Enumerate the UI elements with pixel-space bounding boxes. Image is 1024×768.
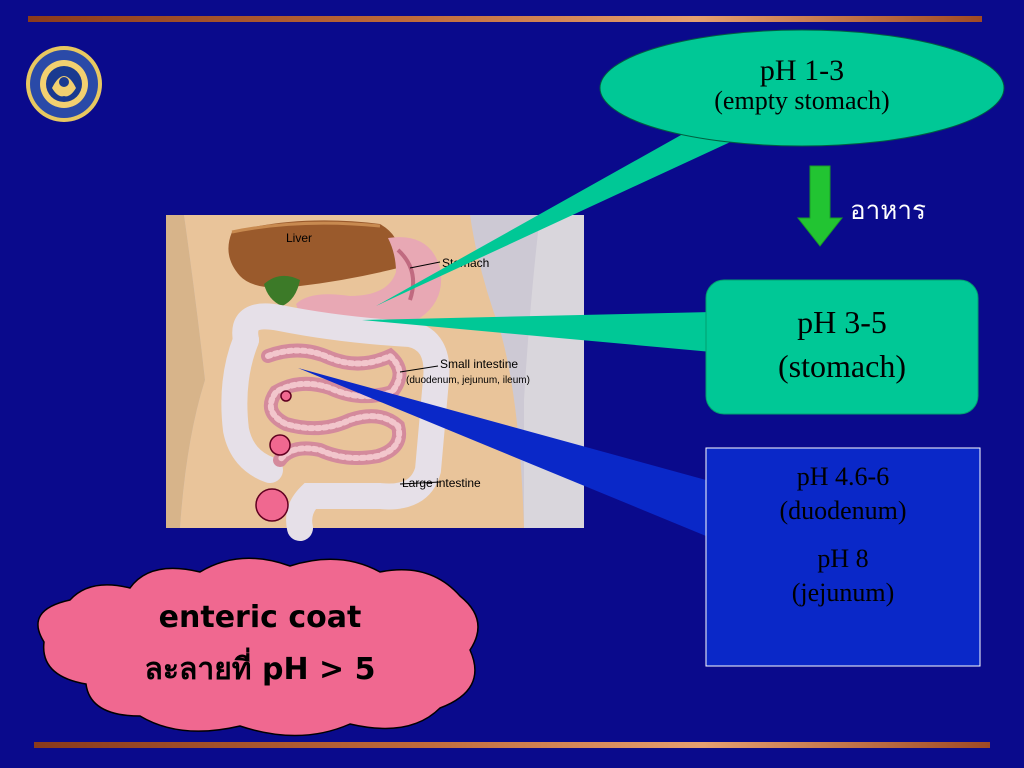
pill-small-icon (280, 390, 292, 402)
empty-stomach-ph: pH 1-3 (759, 54, 845, 87)
intestine-callout (705, 447, 981, 667)
empty-stomach-pointer (376, 130, 752, 306)
intestine-text: pH 4.6-6 (duodenum) pH 8 (jejunum) (706, 460, 980, 610)
stomach-label: (stomach) (778, 348, 906, 384)
jejunum-ph: pH 8 (817, 544, 869, 573)
stomach-text: pH 3-5 (stomach) (706, 300, 978, 388)
university-seal-logo (26, 46, 102, 122)
stomach-callout (705, 279, 979, 415)
stomach-pointer (362, 312, 712, 352)
label-small-intestine-parts: (duodenum, jejunum, ileum) (406, 375, 530, 386)
enteric-coat-cloud (37, 557, 479, 737)
intestine-pointer (298, 368, 706, 536)
food-arrow-icon (796, 165, 844, 247)
enteric-coat-text: enteric coat ละลายที่ pH > 5 (60, 592, 460, 696)
anatomy-illustration: Liver Stomach Small intestine (duodenum,… (166, 215, 584, 541)
empty-stomach-text: pH 1-3 (empty stomach) (640, 56, 964, 116)
empty-stomach-callout (599, 29, 1005, 147)
duodenum-label: (duodenum) (779, 496, 907, 525)
duodenum-ph: pH 4.6-6 (796, 462, 890, 491)
top-decorative-bar (28, 16, 982, 22)
enteric-coat-line2: ละลายที่ pH > 5 (144, 652, 376, 687)
stomach-ph: pH 3-5 (797, 304, 887, 340)
label-large-intestine: Large intestine (402, 476, 481, 490)
enteric-coat-line1: enteric coat (158, 600, 362, 635)
bottom-decorative-bar (34, 742, 990, 748)
empty-stomach-label: (empty stomach) (714, 86, 890, 115)
pill-medium-icon (269, 434, 291, 456)
food-label: อาหาร (850, 196, 926, 226)
jejunum-label: (jejunum) (791, 578, 895, 607)
pill-large-icon (255, 488, 289, 522)
label-small-intestine: Small intestine (440, 357, 518, 371)
label-liver: Liver (286, 231, 312, 245)
